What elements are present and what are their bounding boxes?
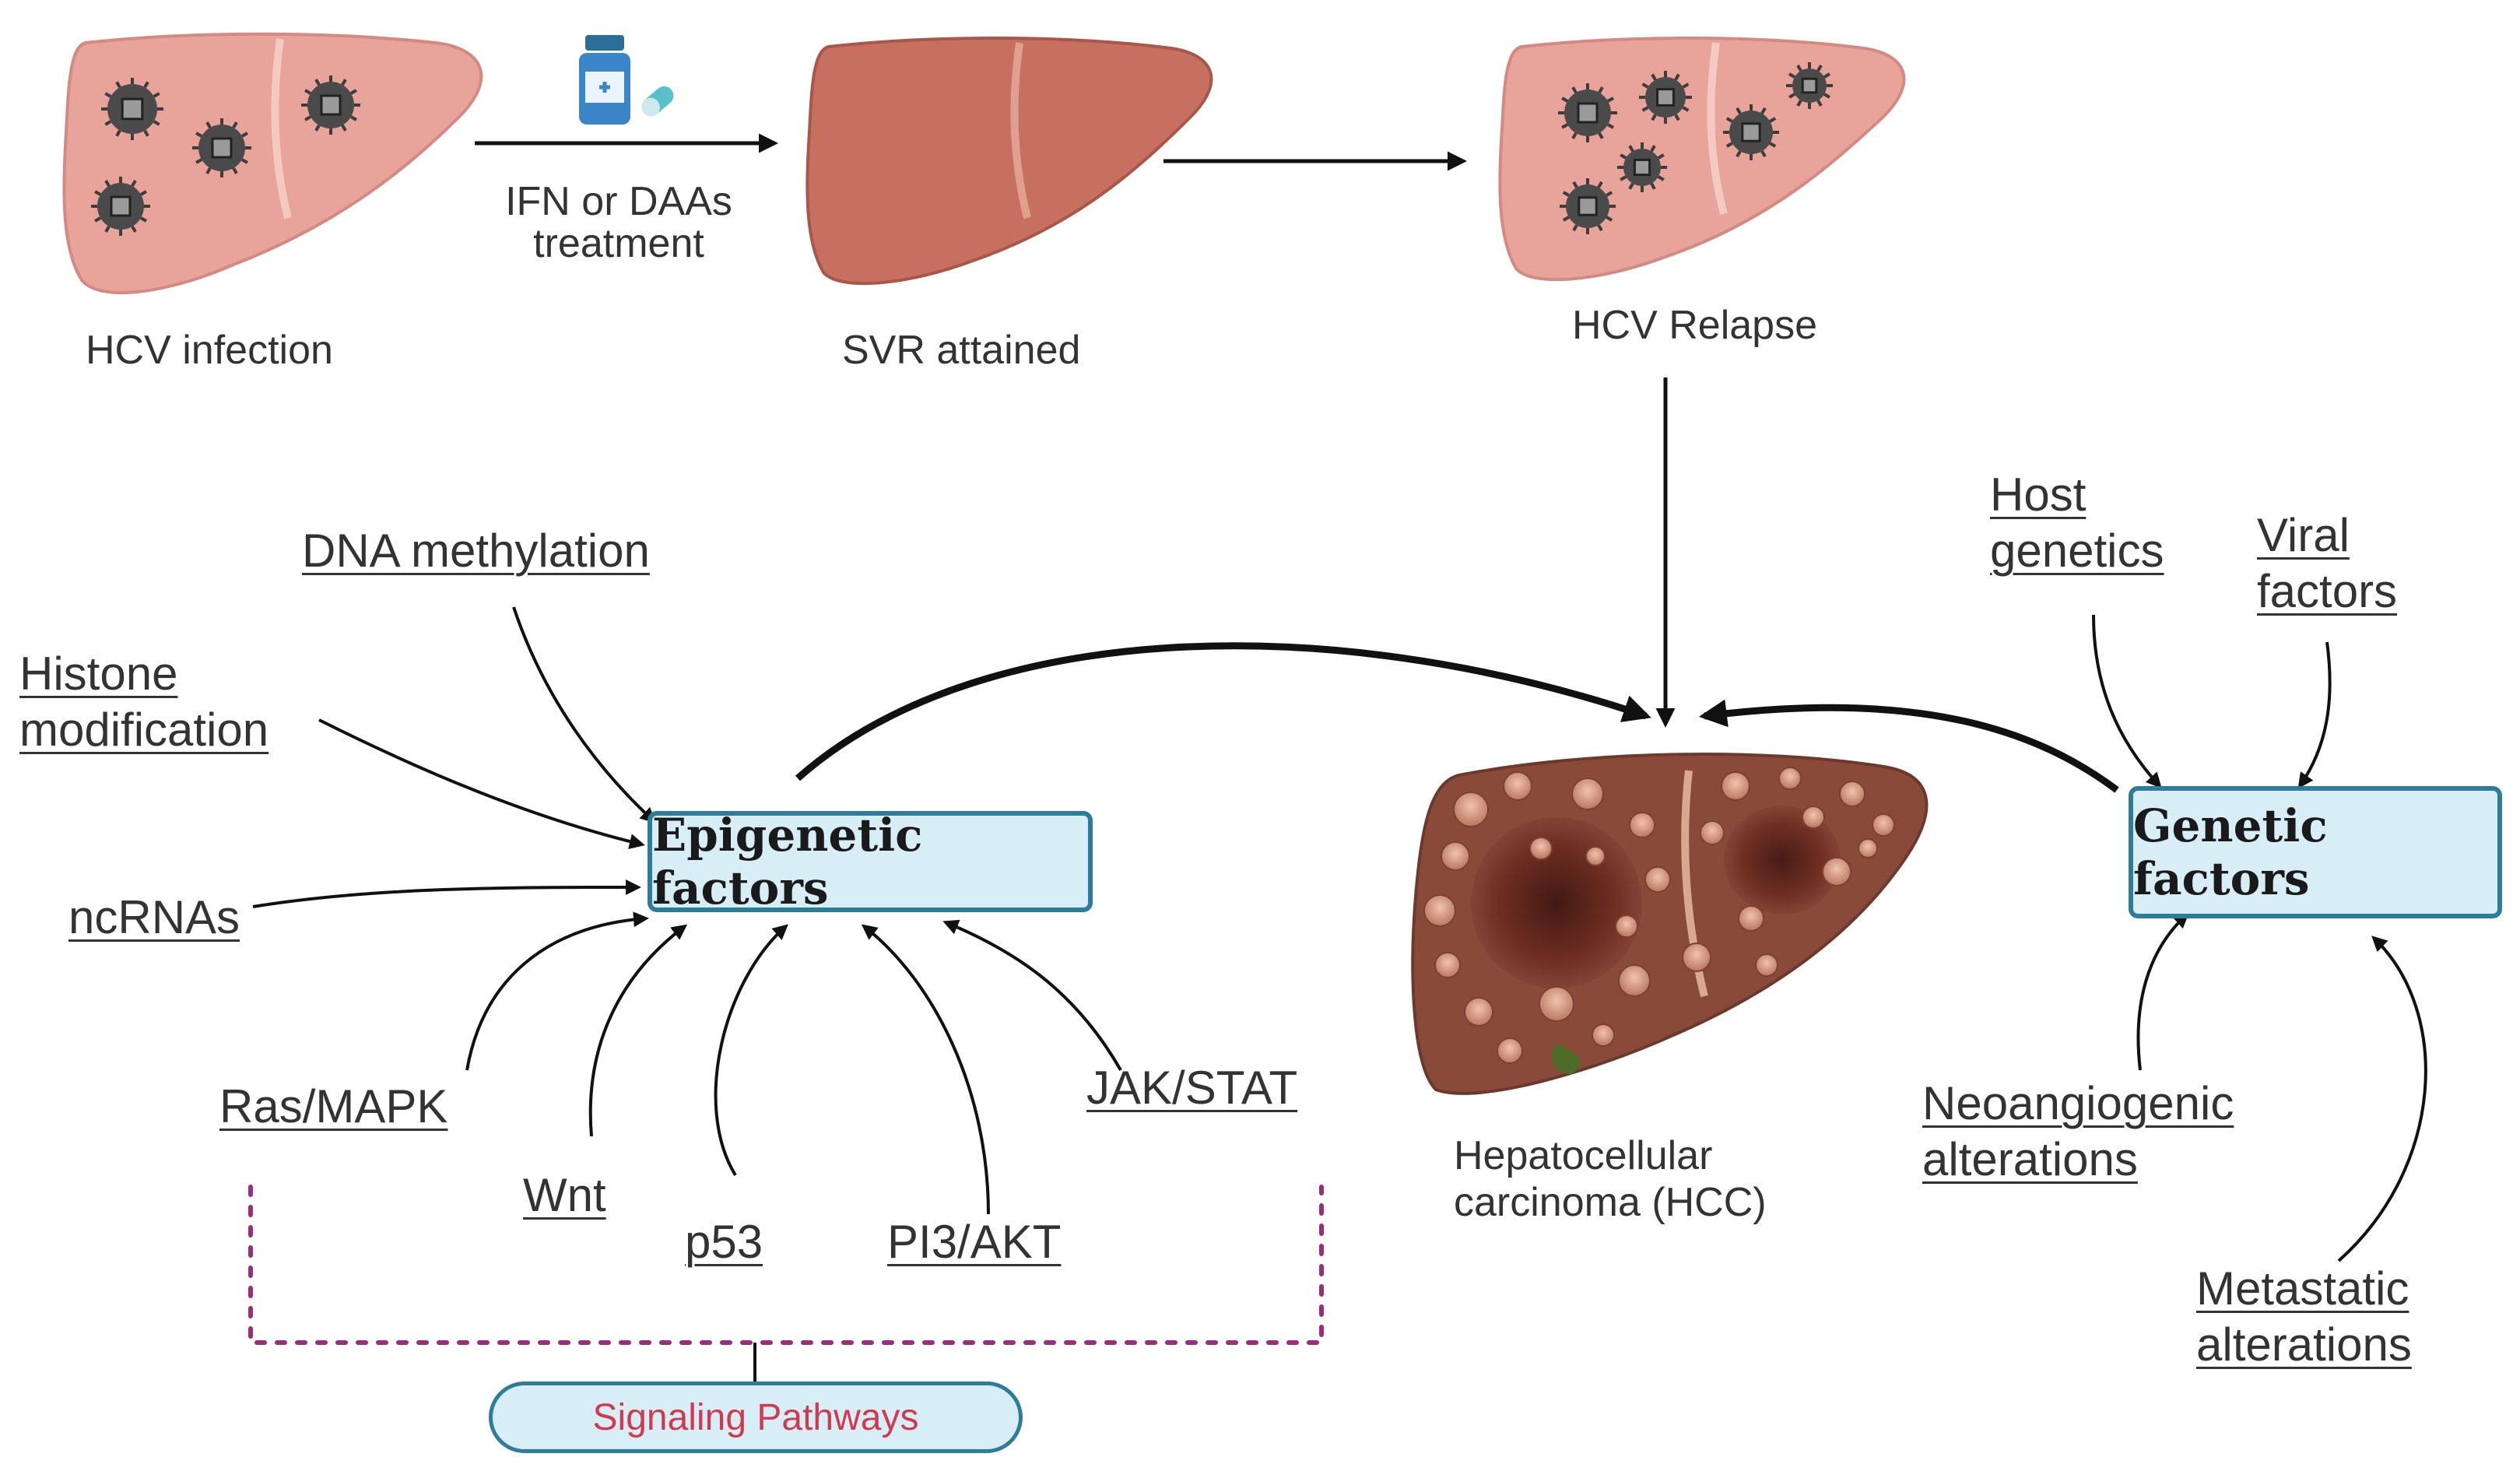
tumor-nodule <box>1585 846 1606 866</box>
tumor-nodule <box>1615 915 1638 938</box>
label-ras-mapk: Ras/MAPK <box>219 1080 448 1132</box>
signaling-bracket <box>248 1185 1324 1345</box>
label-neoangiogenic: Neoangiogenic alterations <box>1922 1077 2234 1185</box>
virus-icon <box>1558 83 1617 142</box>
tumor-nodule <box>1453 792 1489 827</box>
tumor-nodule <box>1755 953 1778 977</box>
genetic-factors-box: Genetic factors <box>2129 786 2502 918</box>
virus-icon <box>1639 71 1692 124</box>
tumor-nodule <box>1503 771 1532 801</box>
virus-icon <box>91 177 150 236</box>
virus-icon <box>192 118 251 177</box>
label-treatment: IFN or DAAs treatment <box>505 179 732 266</box>
tumor-nodule <box>1858 838 1878 858</box>
label-svr-attained: SVR attained <box>842 328 1081 373</box>
label-hcc: Hepatocellular carcinoma (HCC) <box>1454 1133 1767 1225</box>
tumor-nodule <box>1497 1037 1523 1064</box>
tumor-nodule <box>1529 837 1553 860</box>
arrow-histone <box>318 718 645 849</box>
label-ncrnas: ncRNAs <box>68 891 240 943</box>
arrow-jak-stat <box>942 919 1122 1071</box>
label-host-genetics: Host genetics <box>1990 469 2164 577</box>
arrow-ras-mapk <box>465 911 649 1071</box>
tumor-nodule <box>1700 820 1725 845</box>
relapse-liver <box>1498 37 1906 282</box>
arrow-wnt <box>588 924 688 1137</box>
tumor-nodule <box>1629 812 1655 838</box>
medicine-bottle-icon <box>579 35 630 125</box>
label-p53: p53 <box>685 1216 763 1268</box>
virus-icon <box>1786 62 1833 109</box>
virus-icon <box>1617 142 1667 192</box>
label-hcv-infection: HCV infection <box>86 328 333 373</box>
label-metastatic: Metastatic alterations <box>2196 1262 2412 1371</box>
label-wnt: Wnt <box>523 1169 606 1221</box>
hcc-liver <box>1411 753 1929 1095</box>
tumor-nodule <box>1721 771 1750 801</box>
arrow-neoangiogenic <box>2136 912 2189 1071</box>
tumor-nodule <box>1571 778 1604 810</box>
arrow-genetic-to-hcc <box>1698 699 2119 793</box>
tumor-nodule <box>1539 986 1574 1022</box>
arrow-pi3akt <box>861 924 990 1215</box>
label-viral-factors: Viral factors <box>2257 509 2398 617</box>
tumor-nodule <box>1802 806 1825 829</box>
tumor-nodule <box>1441 841 1470 871</box>
arrow-metastatic <box>2337 936 2427 1262</box>
signaling-pathways-label: Signaling Pathways <box>489 1381 1023 1453</box>
virus-icon-group <box>91 62 1833 236</box>
tumor-nodule <box>1434 952 1461 978</box>
label-pi3-akt: PI3/AKT <box>887 1216 1062 1268</box>
arrow-viral-factors <box>2297 641 2332 789</box>
tumor-nodule <box>1618 964 1651 997</box>
arrow-p53 <box>714 924 789 1177</box>
tumor-nodule <box>1592 1023 1615 1047</box>
tumor-nodule <box>1778 767 1802 790</box>
pill-capsule-icon <box>641 86 674 117</box>
tumor-nodule <box>1738 905 1764 932</box>
virus-icon <box>301 75 360 135</box>
tumor-nodule <box>1464 997 1493 1027</box>
virus-icon <box>1723 104 1779 160</box>
tumor-nodule <box>1872 813 1895 837</box>
virus-icon <box>101 78 163 140</box>
label-dna-methylation: DNA methylation <box>302 525 650 577</box>
label-histone-modification: Histone modification <box>19 648 269 756</box>
tumor-nodule <box>1822 857 1851 886</box>
label-jak-stat: JAK/STAT <box>1086 1062 1298 1114</box>
tumor-nodule <box>1644 866 1671 893</box>
arrow-host-genetics <box>2092 614 2162 788</box>
arrow-epigenetic-to-hcc <box>795 642 1651 781</box>
tumor-nodule <box>1682 943 1711 972</box>
label-hcv-relapse: HCV Relapse <box>1572 303 1818 348</box>
arrow-ncrnas <box>252 879 641 908</box>
infected-liver <box>62 32 483 294</box>
healthy-liver <box>805 37 1213 286</box>
epigenetic-factors-box: Epigenetic factors <box>648 809 1093 915</box>
tumor-nodule <box>1839 781 1865 807</box>
virus-icon <box>1560 178 1616 234</box>
tumor-nodule <box>1423 894 1456 927</box>
arrow-dna-methylation <box>512 606 656 823</box>
